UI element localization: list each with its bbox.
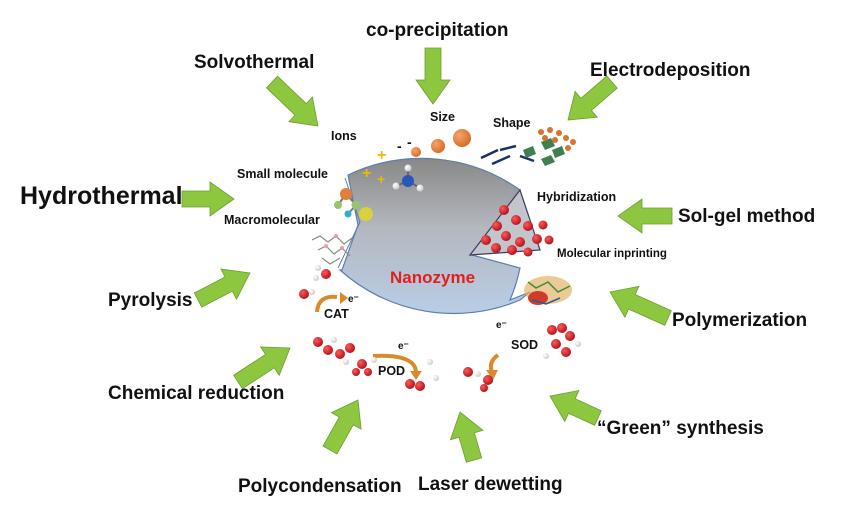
reactant-molecules [299, 265, 581, 392]
arrow-sol-gel [617, 198, 673, 234]
pod-arrowhead [410, 371, 422, 380]
arrow-laser-dewetting [449, 411, 484, 463]
arrow-polycondensation [322, 399, 362, 455]
label-electron-pod: e⁻ [398, 341, 409, 352]
svg-text:+: + [377, 147, 386, 164]
nanozyme-sphere [338, 157, 531, 315]
label-hybridization: Hybridization [537, 190, 617, 204]
label-small-molecule: Small molecule [237, 167, 329, 181]
label-polymerization: Polymerization [672, 310, 808, 331]
arrow-co-precipitation [415, 47, 451, 105]
label-shape: Shape [493, 116, 531, 130]
shape-particles [480, 127, 576, 166]
label-polycondensation: Polycondensation [238, 476, 402, 497]
arrow-chemical-reduction [233, 346, 291, 390]
label-sod: SOD [511, 338, 539, 352]
hybridization-particles [481, 205, 554, 257]
label-electrodeposition: Electrodeposition [590, 60, 751, 81]
label-pod: POD [378, 364, 406, 378]
svg-text:-: - [407, 134, 412, 150]
label-sol-gel: Sol-gel method [678, 206, 816, 227]
svg-text:-: - [397, 138, 402, 154]
arrow-hydrothermal [181, 181, 235, 217]
pod-reaction-arrow [372, 353, 418, 373]
label-electron-sod: e⁻ [496, 320, 507, 331]
nanozyme-title: Nanozyme [390, 268, 476, 287]
ion-symbols: + + + - - [362, 134, 412, 187]
svg-text:+: + [362, 165, 371, 182]
label-co-precipitation: co-precipitation [366, 20, 509, 41]
arrow-solvothermal [265, 75, 319, 127]
arrow-pyrolysis [193, 268, 251, 308]
arrow-green-synthesis [549, 389, 602, 426]
macromolecule-model [311, 234, 353, 265]
arrow-electrodeposition [567, 75, 618, 121]
label-green-synthesis: “Green” synthesis [597, 418, 764, 439]
label-pyrolysis: Pyrolysis [108, 290, 193, 311]
label-molecular-imprinting: Molecular inprinting [557, 248, 667, 260]
ammonium-molecule [392, 164, 424, 192]
method-arrows [181, 47, 673, 463]
sod-arrowhead [486, 370, 498, 380]
label-electron-cat: e⁻ [348, 294, 359, 305]
cat-reaction-arrow [315, 294, 338, 313]
label-solvothermal: Solvothermal [194, 52, 315, 73]
label-laser-dewetting: Laser dewetting [418, 474, 563, 495]
sod-reaction-arrow [488, 353, 500, 373]
label-cat: CAT [324, 307, 349, 321]
arrow-polymerization [609, 285, 672, 326]
label-ions: Ions [331, 129, 357, 143]
cat-arrowhead [340, 292, 348, 304]
label-hydrothermal: Hydrothermal [20, 182, 183, 210]
label-macromolecular: Macromolecular [224, 213, 320, 227]
label-chemical-reduction: Chemical reduction [108, 383, 285, 404]
protein-cluster [524, 276, 572, 305]
small-molecule-model [334, 188, 373, 221]
size-particles [411, 129, 471, 157]
label-size: Size [430, 110, 456, 124]
svg-text:+: + [377, 171, 385, 187]
